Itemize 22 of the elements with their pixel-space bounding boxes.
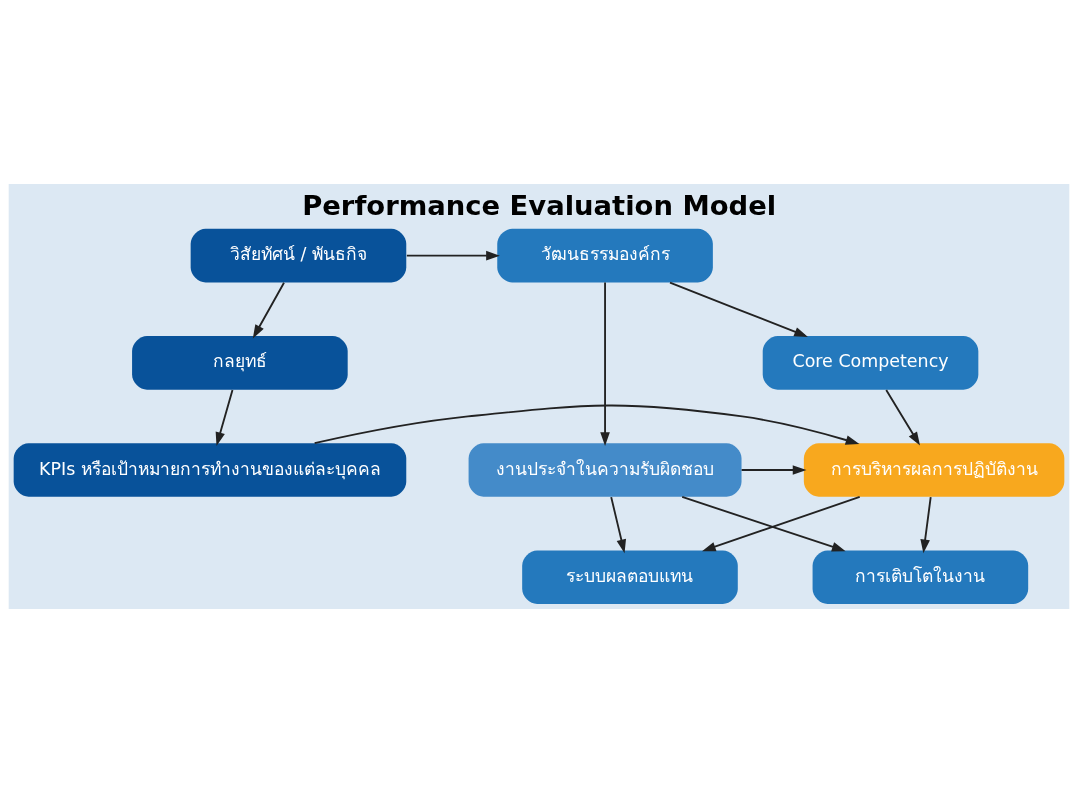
arrow	[681, 495, 846, 552]
arrow	[669, 281, 808, 337]
arrow	[252, 281, 285, 339]
node-box: วัฒนธรรมองค์กร	[497, 228, 713, 283]
arrow	[215, 389, 234, 446]
arrow	[600, 281, 610, 446]
node-box: การเติบโตในงาน	[812, 550, 1029, 604]
arrow	[610, 496, 627, 554]
arrow	[702, 495, 861, 552]
node-box: งานประจำในความรับผิดชอบ	[468, 443, 742, 497]
node-box: Core Competency	[762, 336, 979, 390]
node-box: วิสัยทัศน์ / พันธกิจ	[190, 228, 407, 283]
arrow	[885, 389, 921, 446]
diagram-title: Performance Evaluation Model	[302, 189, 777, 221]
node-box: KPIs หรือเป้าหมายการทำงานของแต่ละบุคคล	[13, 443, 407, 497]
arrow	[740, 465, 807, 475]
arrow	[405, 250, 500, 261]
node-box: ระบบผลตอบแทน	[522, 550, 738, 604]
node-box: การบริหารผลการปฏิบัติงาน	[803, 443, 1065, 497]
arrow	[920, 496, 932, 554]
arrow	[313, 404, 860, 445]
node-box: กลยุทธ์	[132, 336, 348, 390]
